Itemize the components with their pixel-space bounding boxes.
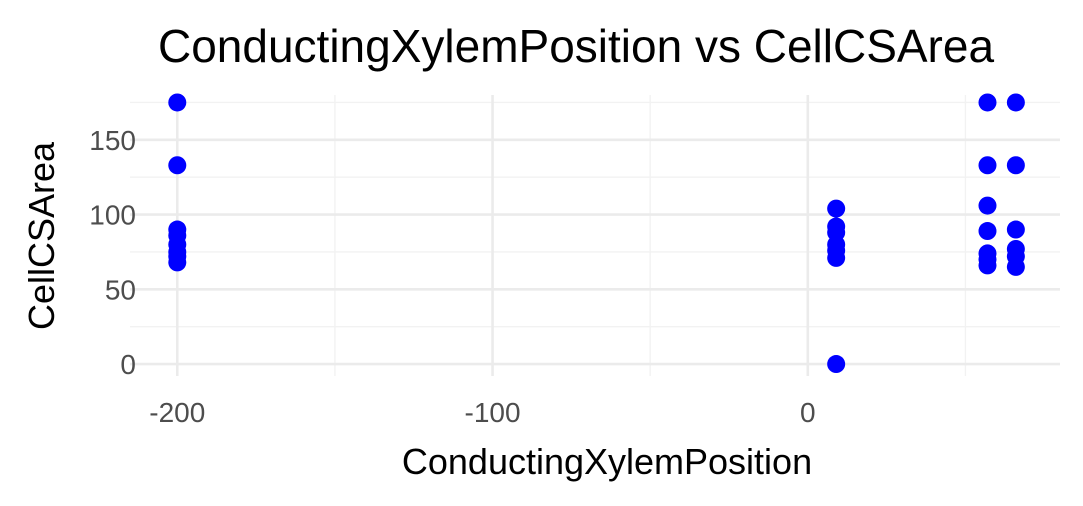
y-tick-labels: 0 50 100 150 — [89, 125, 136, 380]
data-point — [168, 93, 187, 112]
data-point — [978, 93, 997, 112]
x-tick-label: 0 — [800, 397, 816, 428]
data-point — [978, 156, 997, 175]
y-tick-label: 100 — [89, 200, 136, 231]
x-tick-label: -100 — [465, 397, 521, 428]
data-point — [978, 222, 997, 241]
data-point — [168, 253, 187, 272]
data-point — [1006, 220, 1025, 239]
data-points — [168, 93, 1025, 374]
data-point — [827, 355, 846, 374]
x-tick-label: -200 — [149, 397, 205, 428]
y-axis-title: CellCSArea — [21, 141, 62, 330]
grid — [130, 95, 1060, 376]
y-tick-label: 50 — [105, 274, 136, 305]
data-point — [978, 256, 997, 275]
data-point — [978, 196, 997, 215]
x-axis-title: ConductingXylemPosition — [402, 441, 812, 482]
data-point — [168, 156, 187, 175]
data-point — [1006, 257, 1025, 276]
data-point — [1006, 156, 1025, 175]
data-point — [827, 248, 846, 267]
y-tick-label: 150 — [89, 125, 136, 156]
data-point — [827, 199, 846, 218]
y-tick-label: 0 — [120, 349, 136, 380]
data-point — [1006, 93, 1025, 112]
x-tick-labels: -200 -100 0 — [149, 397, 815, 428]
chart-title: ConductingXylemPosition vs CellCSArea — [158, 20, 994, 72]
